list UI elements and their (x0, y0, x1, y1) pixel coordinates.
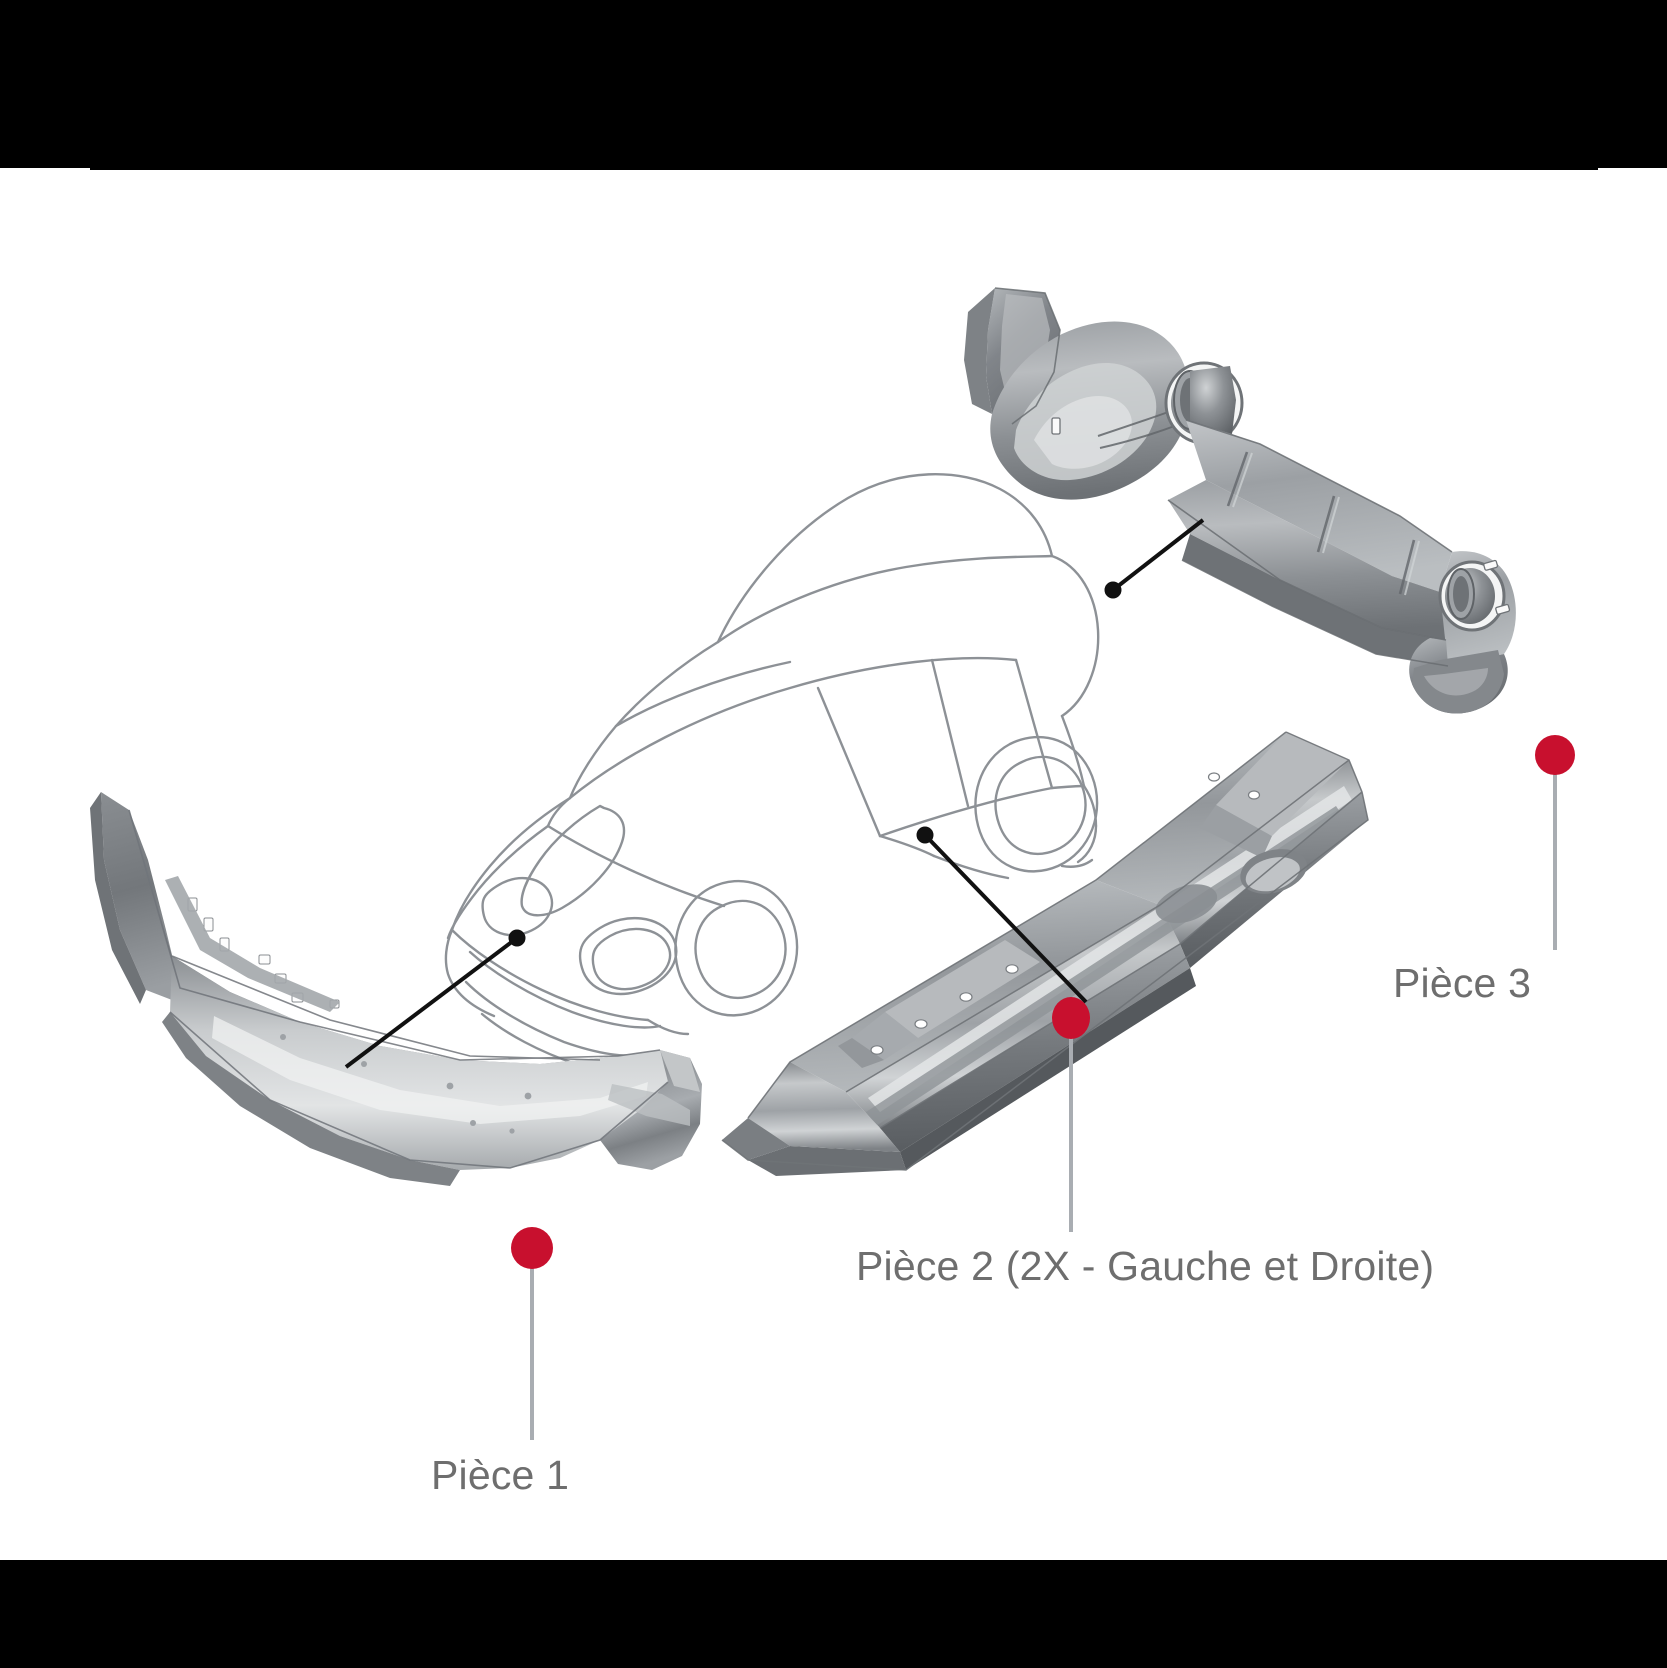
leader-lines (344, 518, 1205, 1069)
front-lip-spoiler-icon (90, 792, 702, 1186)
side-skirt-icon (721, 731, 1369, 1176)
marker-piece-3[interactable] (1535, 735, 1575, 775)
diagram-canvas (0, 168, 1667, 1560)
callout-markers (511, 735, 1575, 1440)
rear-diffuser-icon (964, 287, 1516, 714)
vehicle-outline-icon (444, 473, 1100, 1078)
label-piece-1: Pièce 1 (431, 1452, 570, 1498)
marker-piece-2[interactable] (1052, 997, 1090, 1039)
marker-piece-1[interactable] (511, 1227, 553, 1269)
label-piece-2: Pièce 2 (2X - Gauche et Droite) (856, 1243, 1435, 1289)
bottom-black-frame (0, 1560, 1667, 1668)
label-piece-3: Pièce 3 (1393, 960, 1532, 1006)
header-black-bar (90, 150, 1598, 170)
